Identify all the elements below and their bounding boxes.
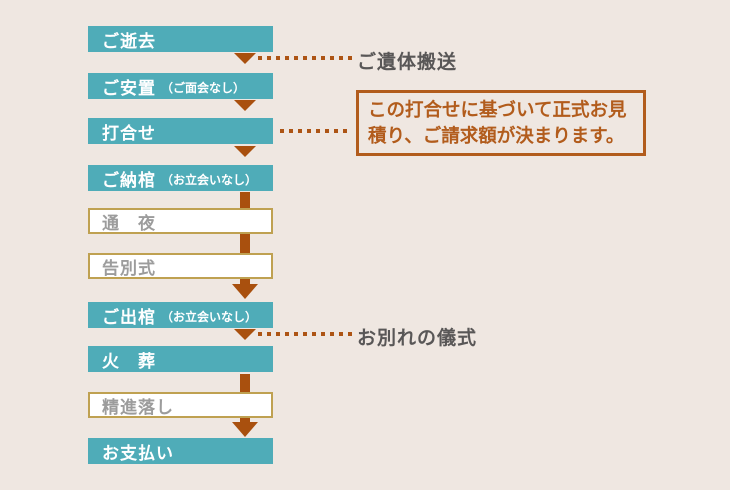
down-arrow-icon <box>234 146 256 157</box>
step-passing-label: ご逝去 <box>102 31 156 51</box>
down-arrow-icon <box>234 53 256 64</box>
step-encoffining-label: ご納棺 <box>102 170 156 190</box>
step-coffin-departure-note: （お立会いなし） <box>161 309 258 324</box>
estimate-callout: この打合せに基づいて正式お見積り、ご請求額が決まります。 <box>356 90 646 156</box>
step-meeting: 打合せ <box>88 118 273 144</box>
step-wake: 通 夜 <box>88 208 273 234</box>
step-payment-label: お支払い <box>102 443 174 463</box>
step-wake-label: 通 夜 <box>102 213 156 233</box>
step-payment: お支払い <box>88 438 273 464</box>
down-arrow-icon <box>234 100 256 111</box>
step-repose-note: （ご面会なし） <box>161 80 246 95</box>
step-repose: ご安置 （ご面会なし） <box>88 73 273 99</box>
step-shojin-meal-label: 精進落し <box>102 397 174 417</box>
step-meeting-label: 打合せ <box>102 123 156 143</box>
farewell-annotation: お別れの儀式 <box>357 328 478 349</box>
step-funeral-service-label: 告別式 <box>102 258 156 278</box>
step-coffin-departure-label: ご出棺 <box>102 307 156 327</box>
step-cremation-label: 火 葬 <box>102 351 156 371</box>
step-passing: ご逝去 <box>88 26 273 52</box>
dotted-connector <box>258 56 352 60</box>
step-shojin-meal: 精進落し <box>88 392 273 418</box>
thick-down-arrow-head <box>232 284 258 299</box>
step-encoffining: ご納棺 （お立会いなし） <box>88 165 273 191</box>
thick-down-arrow-shaft <box>240 192 250 284</box>
step-repose-label: ご安置 <box>102 78 156 98</box>
thick-down-arrow-head <box>232 422 258 437</box>
step-encoffining-note: （お立会いなし） <box>161 172 258 187</box>
dotted-connector <box>280 129 350 133</box>
step-coffin-departure: ご出棺 （お立会いなし） <box>88 302 273 328</box>
transport-annotation: ご遺体搬送 <box>357 52 458 73</box>
step-funeral-service: 告別式 <box>88 253 273 279</box>
down-arrow-icon <box>234 329 256 340</box>
step-cremation: 火 葬 <box>88 346 273 372</box>
dotted-connector <box>258 332 352 336</box>
